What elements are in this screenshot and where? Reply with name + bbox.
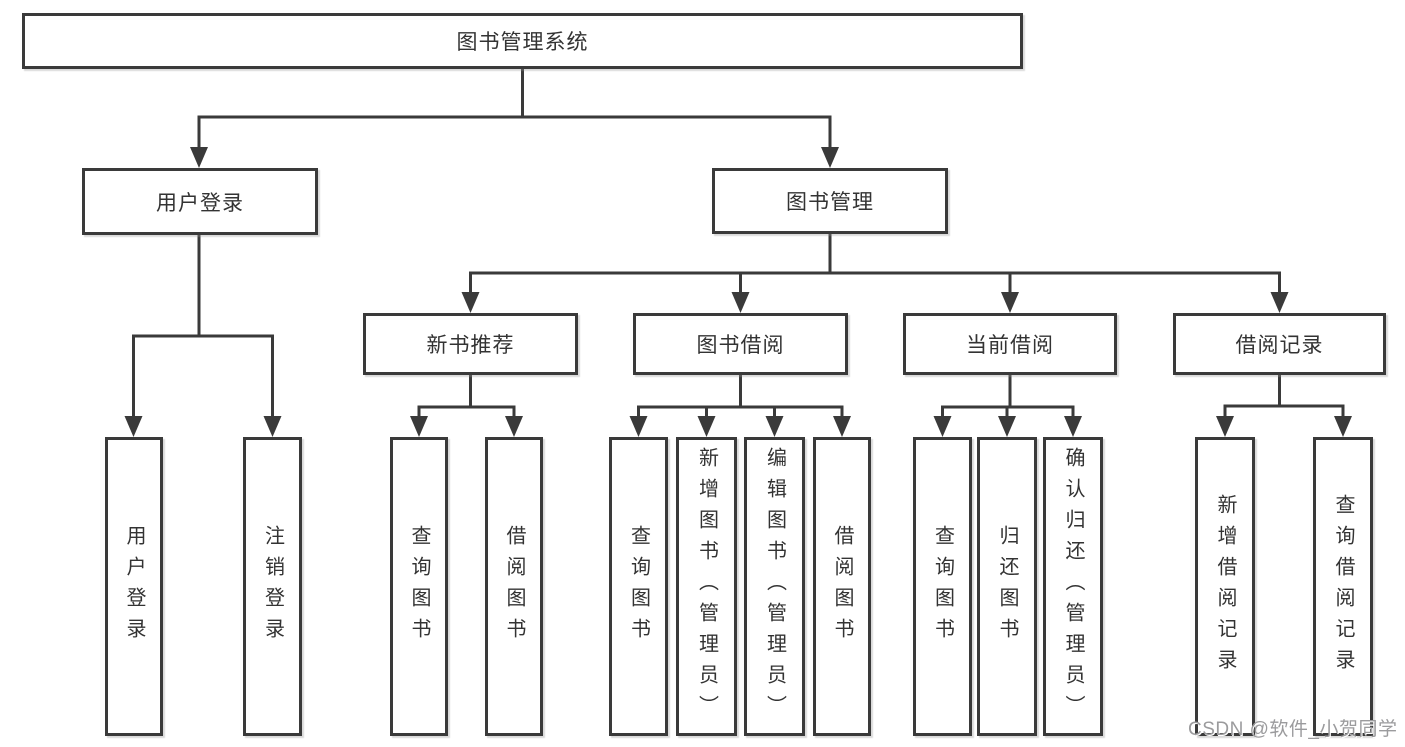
- node-root-label: 图书管理系统: [456, 31, 589, 54]
- leaf-add-book-admin: 新增图书（管理员）: [676, 437, 737, 736]
- leaf-query-book-recommend: 查询图书: [390, 437, 448, 736]
- node-user-login: 用户登录: [82, 168, 318, 235]
- node-book-borrow: 图书借阅: [633, 313, 848, 375]
- node-borrow-records: 借阅记录: [1173, 313, 1386, 375]
- leaf-borrow-book: 借阅图书: [813, 437, 871, 736]
- leaf-user-login-label: 用户登录: [123, 524, 145, 649]
- connector-borrow-to-leaves: [637, 375, 844, 418]
- leaf-query-book-current: 查询图书: [913, 437, 972, 736]
- leaf-query-borrow-record-label: 查询借阅记录: [1332, 493, 1354, 680]
- connector-root-to-level2: [197, 69, 832, 150]
- csdn-watermark: CSDN @软件_小贺同学: [1188, 719, 1398, 740]
- leaf-logout-login: 注销登录: [243, 437, 302, 736]
- leaf-query-book-borrow: 查询图书: [609, 437, 668, 736]
- node-book-borrow-label: 图书借阅: [696, 334, 785, 357]
- leaf-logout-login-label: 注销登录: [261, 524, 284, 649]
- node-current-borrow: 当前借阅: [903, 313, 1117, 375]
- leaf-confirm-return-admin-label: 确认归还（管理员）: [1062, 447, 1084, 726]
- node-current-borrow-label: 当前借阅: [966, 334, 1054, 357]
- leaf-edit-book-admin: 编辑图书（管理员）: [744, 437, 805, 736]
- leaf-query-book-recommend-label: 查询图书: [408, 524, 430, 649]
- leaf-user-login: 用户登录: [105, 437, 163, 736]
- node-new-book-recommend-label: 新书推荐: [426, 334, 515, 357]
- node-new-book-recommend: 新书推荐: [363, 313, 578, 375]
- connector-records-to-leaves: [1223, 375, 1345, 418]
- leaf-borrow-book-recommend-label: 借阅图书: [503, 524, 525, 649]
- leaf-return-book: 归还图书: [977, 437, 1037, 736]
- node-borrow-records-label: 借阅记录: [1235, 334, 1324, 357]
- arrowheads: [124, 147, 1352, 437]
- leaf-return-book-label: 归还图书: [996, 524, 1018, 649]
- node-book-management: 图书管理: [712, 168, 948, 234]
- connector-current-to-leaves: [941, 375, 1075, 418]
- leaf-edit-book-admin-label: 编辑图书（管理员）: [763, 447, 786, 726]
- node-root: 图书管理系统: [22, 13, 1023, 69]
- leaf-add-borrow-record-label: 新增借阅记录: [1214, 493, 1236, 680]
- leaf-query-book-borrow-label: 查询图书: [627, 524, 650, 649]
- leaf-add-borrow-record: 新增借阅记录: [1195, 437, 1255, 736]
- connector-recommend-to-leaves: [417, 375, 516, 418]
- leaf-add-book-admin-label: 新增图书（管理员）: [695, 447, 718, 726]
- connector-login-to-leaves: [132, 235, 274, 418]
- connector-management-to-level3: [469, 234, 1281, 295]
- leaf-query-book-current-label: 查询图书: [931, 524, 954, 649]
- node-book-management-label: 图书管理: [786, 191, 874, 214]
- leaf-query-borrow-record: 查询借阅记录: [1313, 437, 1373, 736]
- leaf-borrow-book-recommend: 借阅图书: [485, 437, 543, 736]
- leaf-borrow-book-label: 借阅图书: [831, 524, 853, 649]
- leaf-confirm-return-admin: 确认归还（管理员）: [1043, 437, 1103, 736]
- node-user-login-label: 用户登录: [156, 191, 244, 215]
